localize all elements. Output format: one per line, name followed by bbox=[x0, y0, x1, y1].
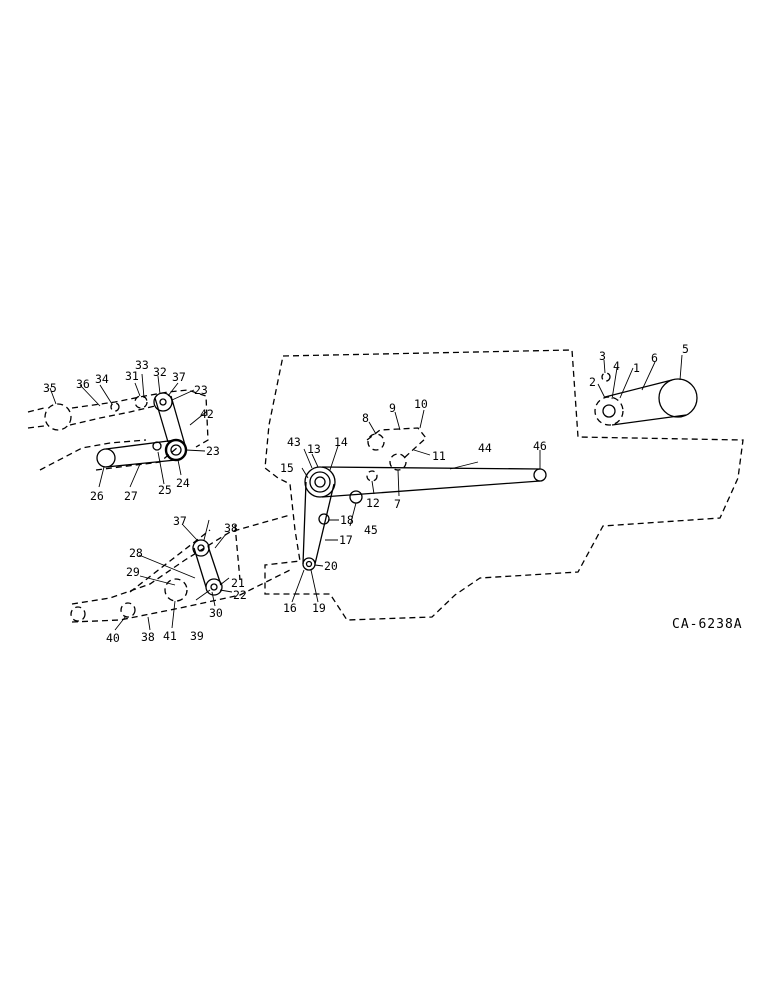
bearing-34 bbox=[110, 402, 120, 412]
callout-38-upper: 38 bbox=[224, 521, 238, 535]
callout-20: 20 bbox=[324, 559, 338, 573]
pulley-46 bbox=[533, 468, 547, 482]
callout-34: 34 bbox=[95, 372, 109, 386]
callout-26: 26 bbox=[90, 489, 104, 503]
bearing-40-end bbox=[70, 606, 86, 622]
callout-43: 43 bbox=[287, 435, 301, 449]
callout-29: 29 bbox=[126, 565, 140, 579]
callout-31: 31 bbox=[125, 369, 139, 383]
callout-22: 22 bbox=[233, 588, 247, 602]
callout-33: 33 bbox=[135, 358, 149, 372]
callout-37-lower: 37 bbox=[173, 514, 187, 528]
callout-35: 35 bbox=[43, 381, 57, 395]
callout-25: 25 bbox=[158, 483, 172, 497]
callout-36: 36 bbox=[76, 377, 90, 391]
callout-6: 6 bbox=[651, 351, 658, 365]
pulley-1 bbox=[594, 396, 624, 426]
callout-28: 28 bbox=[129, 546, 143, 560]
callout-44: 44 bbox=[478, 441, 492, 455]
callout-7: 7 bbox=[394, 497, 401, 511]
callout-16: 16 bbox=[283, 601, 297, 615]
right-belt-assembly bbox=[594, 372, 698, 426]
callout-3: 3 bbox=[599, 349, 606, 363]
callout-45: 45 bbox=[364, 523, 378, 537]
callout-24: 24 bbox=[176, 476, 190, 490]
callout-21: 21 bbox=[231, 576, 245, 590]
idler-12 bbox=[366, 470, 378, 482]
pulley-19 bbox=[302, 557, 316, 571]
drive-pulley-13 bbox=[304, 466, 336, 498]
callout-9: 9 bbox=[389, 401, 396, 415]
drawing-code: CA-6238A bbox=[672, 617, 743, 632]
callout-8: 8 bbox=[362, 411, 369, 425]
callout-32: 32 bbox=[153, 365, 167, 379]
callout-17: 17 bbox=[339, 533, 353, 547]
idler-45 bbox=[349, 490, 363, 504]
callout-27: 27 bbox=[124, 489, 138, 503]
callout-46: 46 bbox=[533, 439, 547, 453]
callout-labels: 1 2 3 4 5 6 7 8 9 10 11 12 13 14 15 16 1… bbox=[43, 342, 689, 645]
reel-drive-assembly bbox=[70, 514, 291, 623]
header-drive-assembly bbox=[27, 389, 209, 471]
callout-12: 12 bbox=[366, 496, 380, 510]
callout-37-upper: 37 bbox=[172, 370, 186, 384]
callout-42: 42 bbox=[200, 407, 214, 421]
idler-18 bbox=[318, 513, 330, 525]
pulley-37-upper bbox=[153, 392, 173, 412]
callout-18: 18 bbox=[340, 513, 354, 527]
pulley-5 bbox=[658, 378, 698, 418]
callout-2: 2 bbox=[589, 375, 596, 389]
callout-19: 19 bbox=[312, 601, 326, 615]
callout-41: 41 bbox=[163, 629, 177, 643]
callout-4: 4 bbox=[613, 359, 620, 373]
callout-23-upper: 23 bbox=[194, 383, 208, 397]
callout-1: 1 bbox=[633, 361, 640, 375]
pulley-24 bbox=[164, 438, 188, 462]
machine-body-outline bbox=[264, 349, 744, 621]
callout-13: 13 bbox=[307, 442, 321, 456]
callout-15: 15 bbox=[280, 461, 294, 475]
callout-11: 11 bbox=[432, 449, 446, 463]
pulley-41 bbox=[164, 578, 188, 602]
bearing-31 bbox=[134, 395, 148, 409]
callout-30: 30 bbox=[209, 606, 223, 620]
callout-14: 14 bbox=[334, 435, 348, 449]
pulley-26 bbox=[96, 448, 116, 468]
callout-5: 5 bbox=[682, 342, 689, 356]
main-drive-assembly bbox=[302, 427, 547, 571]
callout-40: 40 bbox=[106, 631, 120, 645]
callout-23-lower: 23 bbox=[206, 444, 220, 458]
callout-39: 39 bbox=[190, 629, 204, 643]
idler-8 bbox=[367, 433, 385, 451]
callout-38-lower: 38 bbox=[141, 630, 155, 644]
pulley-35 bbox=[44, 403, 72, 431]
bearing-3 bbox=[601, 372, 611, 382]
callout-10: 10 bbox=[414, 397, 428, 411]
bearing-40 bbox=[120, 602, 136, 618]
leader-lines bbox=[49, 354, 683, 631]
